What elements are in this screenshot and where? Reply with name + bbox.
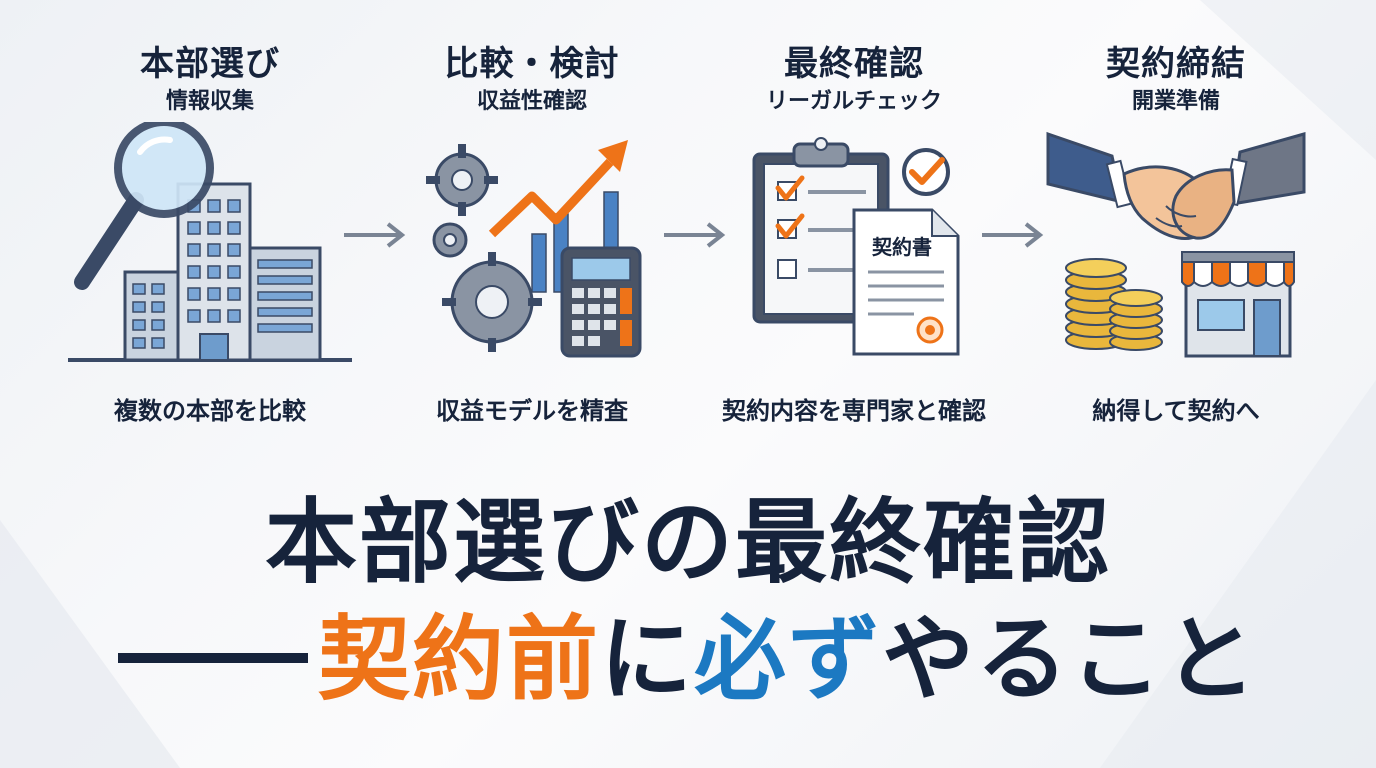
headline-text: に xyxy=(599,606,694,713)
em-dash-decoration xyxy=(117,652,308,663)
step-caption: 収益モデルを精査 xyxy=(436,397,628,425)
headline-text: やること xyxy=(882,606,1259,713)
headline-line1: 本部選びの最終確認 xyxy=(264,489,1111,596)
step-caption: 複数の本部を比較 xyxy=(114,397,306,425)
arrow-right-icon xyxy=(344,222,406,248)
handshake-coins-shop-icon xyxy=(1046,131,1306,358)
step-title: 比較・検討 xyxy=(444,44,620,84)
magnifier-buildings-icon xyxy=(68,122,352,362)
gears-chart-calculator-icon xyxy=(426,140,642,358)
arrow-right-icon xyxy=(982,222,1044,248)
arrow-right-icon xyxy=(664,222,726,248)
step-subtitle: 収益性確認 xyxy=(476,89,587,114)
headline-line2: 契約前に必ずやること xyxy=(0,600,1376,720)
contract-document-label: 契約書 xyxy=(871,235,932,259)
step-subtitle: 情報収集 xyxy=(165,89,254,114)
step-caption: 契約内容を専門家と確認 xyxy=(722,397,986,425)
step-subtitle: リーガルチェック xyxy=(765,89,942,114)
step-title: 最終確認 xyxy=(784,44,924,84)
checklist-contract-icon: 契約書 xyxy=(752,137,960,356)
headline-highlight-orange: 契約前 xyxy=(317,606,600,713)
step-title: 本部選び xyxy=(140,44,280,84)
step-subtitle: 開業準備 xyxy=(1131,89,1220,114)
step-title: 契約締結 xyxy=(1106,44,1246,84)
headline-highlight-blue: 必ず xyxy=(694,606,883,713)
step-caption: 納得して契約へ xyxy=(1092,397,1260,425)
